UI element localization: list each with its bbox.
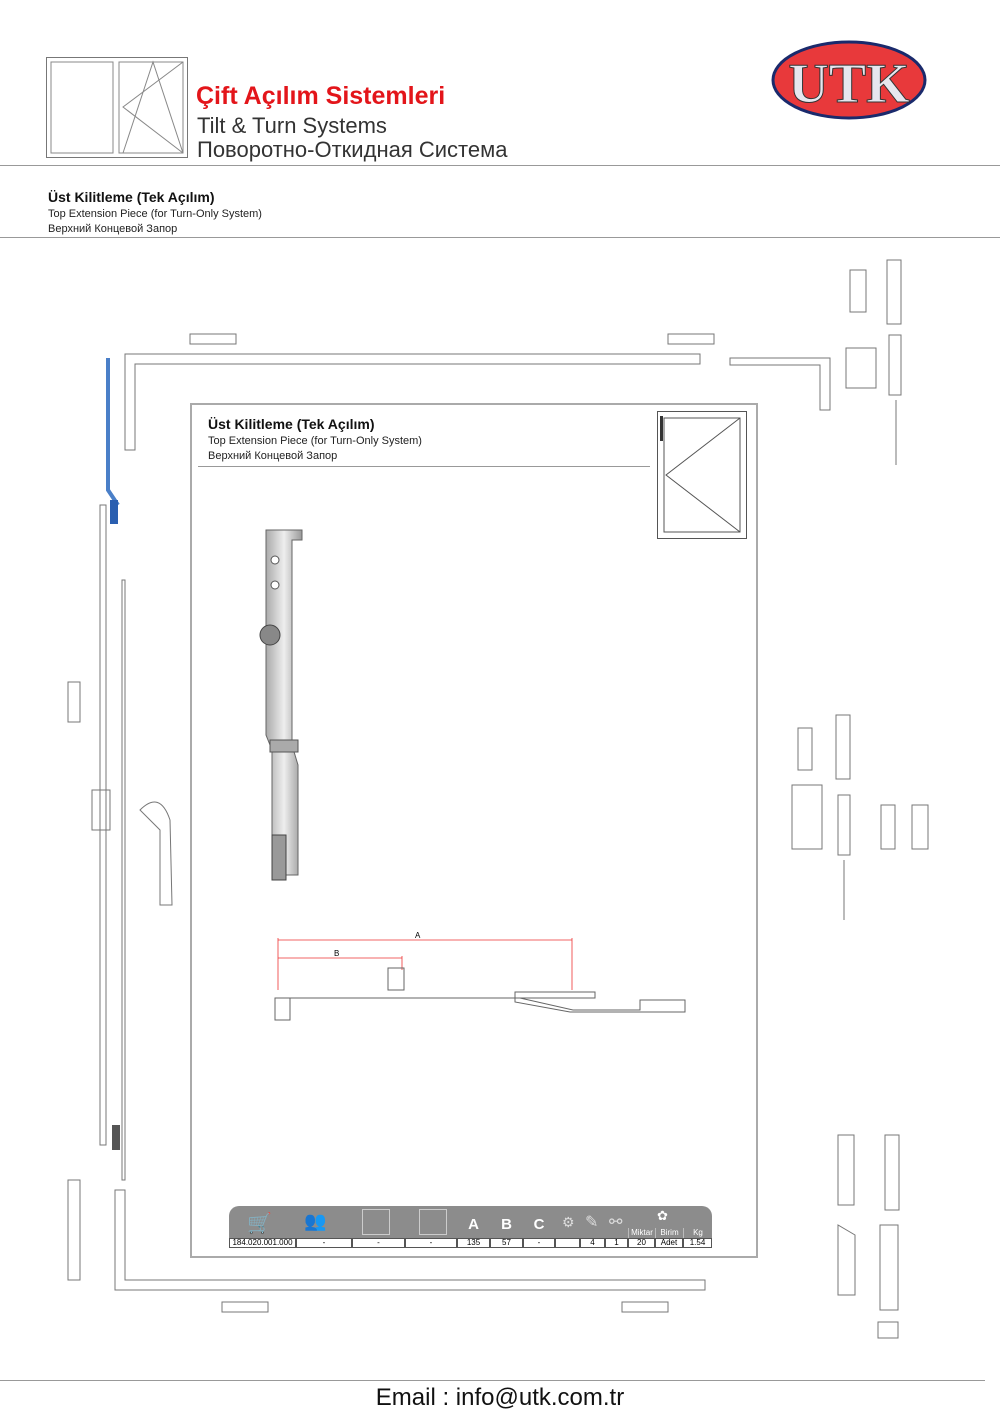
window-icon bbox=[46, 57, 188, 158]
dimension-b-label: B bbox=[334, 949, 340, 958]
cell-unit: Adet bbox=[655, 1238, 683, 1248]
section-subtitle-ru: Верхний Концевой Запор bbox=[48, 223, 178, 235]
cell: - bbox=[296, 1238, 352, 1248]
cell-qty: 20 bbox=[628, 1238, 655, 1248]
panel-subtitle-ru: Верхний Концевой Запор bbox=[208, 450, 338, 462]
title-en: Tilt & Turn Systems bbox=[197, 113, 387, 138]
turn-only-window-icon bbox=[657, 411, 747, 539]
dimension-a-label: A bbox=[415, 931, 421, 940]
header-c: C bbox=[533, 1216, 545, 1233]
cell-code: 184.020.001.000 bbox=[229, 1238, 296, 1248]
users-icon: 👥 bbox=[304, 1211, 327, 1231]
section-subtitle-en: Top Extension Piece (for Turn-Only Syste… bbox=[48, 208, 262, 220]
cell-a: 135 bbox=[457, 1238, 490, 1248]
svg-text:UTK: UTK bbox=[788, 53, 910, 115]
cell: - bbox=[352, 1238, 405, 1248]
utk-logo: UTK bbox=[771, 40, 927, 120]
frame-icon-2 bbox=[419, 1209, 447, 1235]
header-a: A bbox=[468, 1216, 479, 1233]
spec-table-header: 🛒 👥 A B C ⚙ ✎ ⚯ ✿ Miktar Birim Kg bbox=[229, 1206, 712, 1238]
hardware-assembly-drawing bbox=[67, 259, 929, 1339]
spec-table: 🛒 👥 A B C ⚙ ✎ ⚯ ✿ Miktar Birim Kg 184.02… bbox=[229, 1206, 712, 1248]
cell: 1 bbox=[605, 1238, 628, 1248]
header-qty: Miktar bbox=[628, 1228, 655, 1238]
cell: - bbox=[405, 1238, 457, 1248]
cell-kg: 1.54 bbox=[683, 1238, 712, 1248]
frame-icon bbox=[362, 1209, 390, 1235]
title-tr: Çift Açılım Sistemleri bbox=[196, 82, 446, 110]
screw-icon: ✎ bbox=[585, 1214, 599, 1231]
part-icon: ⚙ bbox=[562, 1214, 575, 1230]
link-icon: ⚯ bbox=[609, 1214, 623, 1231]
header-unit: Birim bbox=[655, 1228, 683, 1238]
header-kg: Kg bbox=[683, 1228, 712, 1238]
cell-c: - bbox=[523, 1238, 555, 1248]
header-b: B bbox=[501, 1216, 512, 1233]
package-icon: ✿ bbox=[657, 1208, 668, 1223]
top-extension-piece-image bbox=[259, 529, 303, 881]
title-ru: Поворотно-Откидная Система bbox=[197, 137, 508, 162]
panel-subtitle-en: Top Extension Piece (for Turn-Only Syste… bbox=[208, 435, 422, 447]
dimension-drawing bbox=[274, 938, 686, 1021]
section-title: Üst Kilitleme (Tek Açılım) bbox=[48, 189, 215, 205]
cell-b: 57 bbox=[490, 1238, 523, 1248]
panel-title: Üst Kilitleme (Tek Açılım) bbox=[208, 416, 375, 432]
cell bbox=[555, 1238, 580, 1248]
footer-email: Email : info@utk.com.tr bbox=[375, 1384, 625, 1411]
cart-icon: 🛒 bbox=[247, 1213, 272, 1235]
cell: 4 bbox=[580, 1238, 605, 1248]
